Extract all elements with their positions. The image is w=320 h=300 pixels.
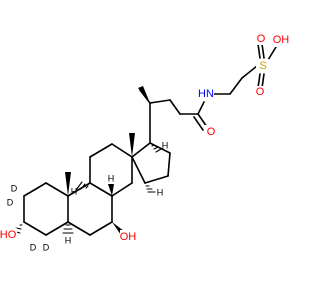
bond-layer (23, 43, 277, 236)
stereo-layer (12, 86, 162, 235)
label-layer: OH O S O H N O H H H H H D D D D HO OH (0, 33, 290, 252)
hash-h14 (145, 185, 156, 193)
bond-c17-c16 (149, 142, 171, 154)
bond-c15-c14 (144, 175, 169, 184)
wedge-h8 (108, 184, 114, 196)
bond-s-oh (267, 46, 277, 61)
bond-c24-o-double (193, 116, 204, 131)
atom-oh3: HO (0, 229, 17, 241)
atom-h9: H (71, 186, 78, 196)
molecule-structure: OH O S O H N O H H H H H D D D D HO OH (0, 33, 290, 252)
atom-sulfonic-o-top: O (257, 33, 266, 45)
bond-c4-c5 (45, 221, 69, 236)
bond-c12-c11 (89, 143, 113, 158)
wedge-c20-methyl (138, 86, 150, 103)
atom-d2b: D (7, 197, 14, 207)
bond-s-o-top-double (257, 43, 261, 59)
bond-c23-c22 (169, 99, 181, 115)
atom-sulfonic-o-bottom: O (256, 86, 265, 98)
atom-h17: H (162, 140, 169, 150)
bond-c22-c20 (149, 99, 171, 104)
bond-c13-c17 (131, 142, 151, 158)
bond-c3-c4 (23, 221, 47, 236)
atom-oh7: OH (120, 231, 137, 243)
bond-s-o-top (261, 43, 265, 59)
hash-h9 (75, 181, 89, 191)
atom-h5: H (65, 235, 72, 245)
bond-n-c24 (197, 101, 205, 115)
bond-c9-c10 (67, 182, 91, 197)
atom-amide-h: H (198, 88, 206, 100)
bond-s-o-bottom-double (257, 73, 261, 89)
atom-sulfonic-oh: OH (273, 34, 290, 46)
bond-c14-c13 (131, 156, 146, 184)
bond-c13-c12 (111, 143, 133, 158)
atom-amide-n: N (206, 88, 214, 100)
bond-s-ch2 (241, 65, 258, 79)
bond-s-o-bottom (261, 73, 265, 89)
atom-h14: H (157, 187, 164, 197)
atom-d4a: D (30, 242, 37, 252)
bond-ch2-ch2 (229, 77, 243, 95)
bond-c24-o (197, 113, 208, 128)
bond-c10-c1 (45, 182, 69, 197)
bond-c1-c2 (23, 182, 47, 197)
atom-d4b: D (43, 242, 50, 252)
wedge-c18-methyl (129, 133, 135, 157)
bond-c6-c7 (89, 221, 113, 236)
hash-h17 (151, 144, 162, 153)
atom-d2a: D (11, 183, 18, 193)
bond-c8-c14 (111, 182, 133, 197)
bond-c5-c6 (67, 221, 91, 236)
atom-amide-o: O (207, 126, 216, 138)
atom-h8: H (108, 173, 115, 183)
wedge-c19-methyl (65, 172, 71, 196)
bond-c9-c8 (89, 182, 113, 197)
bond-c16-c15 (167, 152, 171, 177)
hash-h5 (62, 224, 74, 234)
atom-sulfonic-s: S (259, 60, 266, 72)
